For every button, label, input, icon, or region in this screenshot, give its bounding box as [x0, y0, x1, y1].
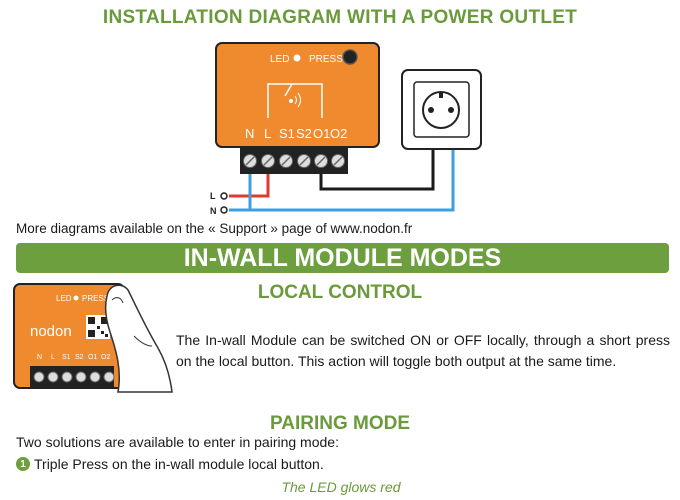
- pairing-intro: Two solutions are available to enter in …: [16, 434, 339, 450]
- wire-l-label: L: [210, 191, 216, 201]
- wire-neutral-outlet: [250, 149, 455, 212]
- wire-live: [229, 174, 270, 198]
- step-number-badge: 1: [16, 457, 30, 471]
- wire-n-terminal: [220, 206, 228, 214]
- svg-text:N: N: [37, 354, 42, 361]
- local-control-description: The In-wall Module can be switched ON or…: [176, 332, 670, 369]
- hand-icon: [104, 284, 173, 393]
- fingernail: [111, 297, 124, 304]
- svg-text:S2: S2: [75, 354, 84, 361]
- svg-text:O2: O2: [330, 126, 347, 141]
- led-label-small: LED: [56, 294, 72, 303]
- more-diagrams-text: More diagrams available on the « Support…: [16, 221, 413, 236]
- led-note: The LED glows red: [281, 479, 401, 495]
- module-body: [215, 42, 380, 148]
- svg-text:L: L: [264, 126, 271, 141]
- diagram-title: INSTALLATION DIAGRAM WITH A POWER OUTLET: [102, 7, 578, 28]
- step-1-text: Triple Press on the in-wall module local…: [34, 456, 324, 472]
- radio-waves-icon: [294, 92, 301, 108]
- relay-line: [267, 83, 323, 118]
- terminal-labels-small: N L S1 S2 O1 O2: [37, 354, 110, 361]
- wire-l-terminal: [220, 192, 228, 200]
- press-button: [342, 49, 358, 65]
- press-label-small: PRESS: [82, 294, 109, 303]
- power-outlet-icon: [401, 69, 482, 150]
- wire-n-label: N: [210, 206, 217, 216]
- svg-text:O2: O2: [101, 354, 110, 361]
- led-label: LED: [270, 54, 289, 65]
- led-indicator-small: [73, 295, 79, 301]
- svg-text:L: L: [51, 354, 55, 361]
- finger-crease: [133, 335, 153, 347]
- svg-text:O1: O1: [88, 354, 97, 361]
- local-control-title: LOCAL CONTROL: [257, 282, 423, 303]
- terminal-block: [240, 148, 348, 174]
- svg-text:O1: O1: [313, 126, 330, 141]
- svg-text:N: N: [245, 126, 254, 141]
- wire-output: [319, 149, 435, 191]
- wire-neutral: [229, 174, 252, 212]
- svg-text:S1: S1: [279, 126, 295, 141]
- terminal-screws-small: [33, 371, 115, 383]
- pairing-step-1: 1 Triple Press on the in-wall module loc…: [16, 456, 324, 472]
- svg-text:S2: S2: [296, 126, 312, 141]
- local-control-illustration: LED PRESS nodon N L S1 S2 O1 O2: [13, 283, 173, 393]
- led-indicator: [293, 54, 301, 62]
- relay-switch: [284, 83, 293, 97]
- installation-diagram: LED PRESS N L S1 S2 O1 O2 L N: [210, 42, 482, 216]
- pairing-mode-title: PAIRING MODE: [269, 413, 411, 434]
- svg-text:S1: S1: [62, 354, 71, 361]
- brand-logo: nodon: [30, 323, 72, 340]
- radio-dot: [289, 99, 293, 103]
- press-label: PRESS: [309, 54, 343, 65]
- screw-slots: [245, 156, 343, 166]
- modes-banner: IN-WALL MODULE MODES: [16, 243, 669, 273]
- terminal-labels: N L S1 S2 O1 O2: [245, 126, 347, 141]
